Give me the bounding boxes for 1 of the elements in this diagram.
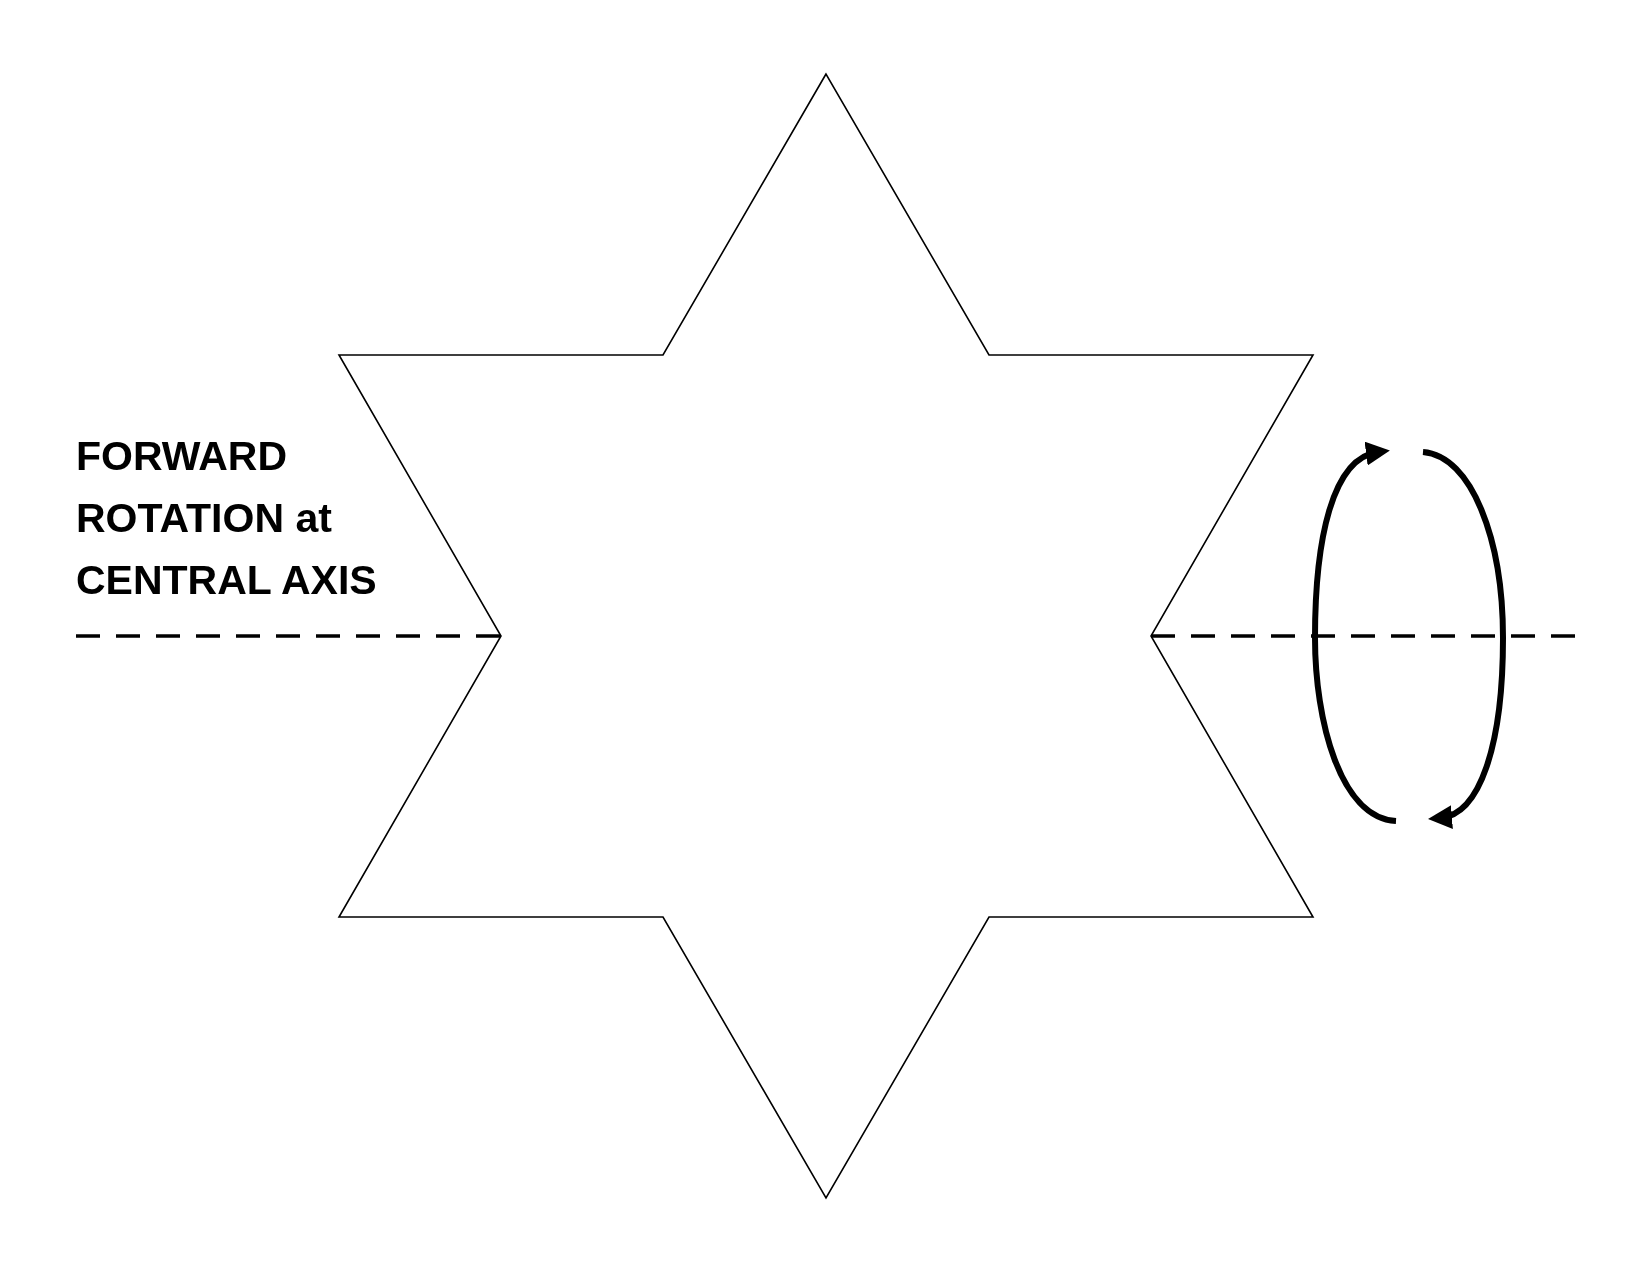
axis-label: FORWARD ROTATION at CENTRAL AXIS — [76, 432, 378, 605]
